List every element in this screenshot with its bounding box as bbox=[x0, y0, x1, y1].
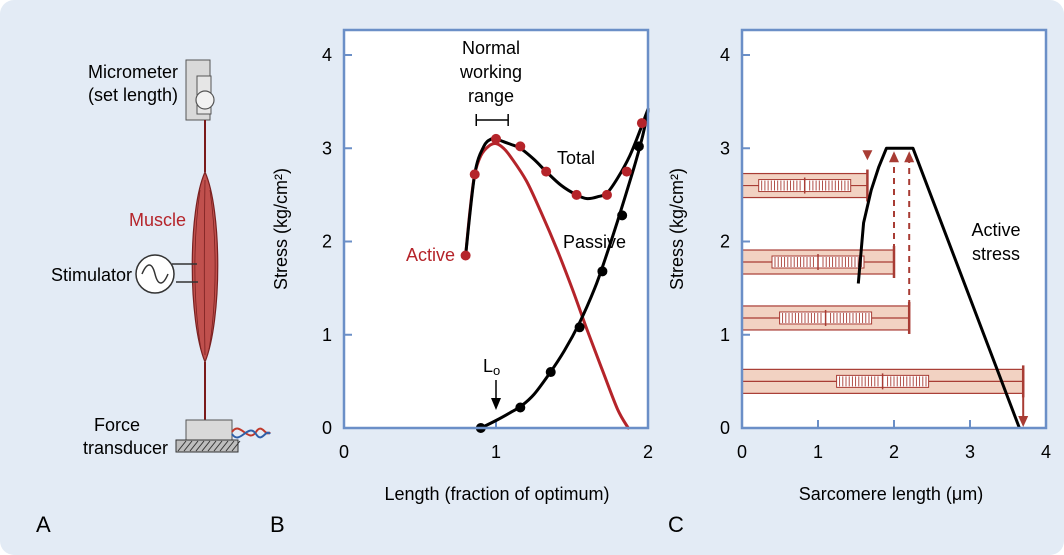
chart-b-x-tick-label: 0 bbox=[339, 442, 349, 462]
lo-arrow-head bbox=[491, 398, 501, 410]
sarcomere-length-chart: 0 1 2 3 4 0 1 2 3 4 Stress (kg/cm²) Sarcomere len… bbox=[667, 28, 1051, 504]
hatch-line bbox=[225, 440, 235, 452]
panel-label-b: B bbox=[270, 512, 285, 537]
micrometer-sublabel: (set length) bbox=[88, 85, 178, 105]
chart-c-x-axis-label: Sarcomere length (μm) bbox=[799, 484, 983, 504]
apparatus-diagram: Micrometer (set length) Muscle Stimulato… bbox=[51, 59, 271, 458]
length-tension-chart: 0 1 2 0 1 2 3 4 Stress (kg/cm²) Length (fractio… bbox=[271, 28, 653, 504]
chart-b-y-tick-label: 2 bbox=[322, 232, 332, 252]
hatch-line bbox=[195, 440, 205, 452]
force-transducer-sublabel: transducer bbox=[83, 438, 168, 458]
total-curve-point bbox=[491, 133, 501, 144]
active-curve-label: Active bbox=[406, 245, 455, 265]
chart-c-curves bbox=[856, 146, 1021, 429]
total-curve-point bbox=[621, 166, 632, 177]
total-curve-point bbox=[601, 189, 612, 200]
total-curve-point bbox=[515, 141, 526, 152]
chart-b-y-tick-label: 0 bbox=[322, 418, 332, 438]
chart-c-y-tick-label: 4 bbox=[720, 45, 730, 65]
passive-curve-point bbox=[617, 210, 628, 221]
chart-c-y-tick-label: 0 bbox=[720, 418, 730, 438]
chart-b-y-tick-label: 3 bbox=[322, 138, 332, 158]
chart-c-y-tick-label: 2 bbox=[720, 232, 730, 252]
working-range-label-2: working bbox=[459, 62, 522, 82]
working-range-bracket bbox=[475, 114, 509, 126]
chart-b-x-tick-label: 2 bbox=[643, 442, 653, 462]
passive-curve-point bbox=[633, 141, 644, 152]
hatch-line bbox=[219, 440, 229, 452]
active-stress-label-1: Active bbox=[971, 220, 1020, 240]
indicator-arrow-head bbox=[889, 151, 899, 163]
chart-c-x-tick-label: 2 bbox=[889, 442, 899, 462]
chart-b-y-tick-label: 4 bbox=[322, 45, 332, 65]
chart-c-ticks: 0 1 2 3 4 0 1 2 3 4 bbox=[720, 45, 1051, 462]
sarcomere-diagram bbox=[741, 365, 1025, 398]
sine-wave bbox=[141, 264, 169, 284]
sarcomere-diagram bbox=[741, 246, 896, 279]
working-range-label-3: range bbox=[468, 86, 514, 106]
indicator-arrow-head bbox=[1018, 416, 1029, 427]
chart-b-x-axis-label: Length (fraction of optimum) bbox=[384, 484, 609, 504]
sarcomere-diagram bbox=[741, 169, 869, 202]
total-curve-point bbox=[460, 250, 471, 261]
chart-c-frame bbox=[740, 28, 1048, 430]
active-stress-label-2: stress bbox=[972, 244, 1020, 264]
chart-c-x-tick-label: 0 bbox=[737, 442, 747, 462]
chart-c-x-tick-label: 1 bbox=[813, 442, 823, 462]
total-curve-point bbox=[469, 169, 480, 180]
hatch-line bbox=[177, 440, 187, 452]
total-curve-point bbox=[636, 118, 647, 129]
lo-label: Lo bbox=[483, 356, 500, 378]
chart-b-markers bbox=[460, 118, 647, 433]
muscle-label: Muscle bbox=[129, 210, 186, 230]
stimulator-label: Stimulator bbox=[51, 265, 132, 285]
micrometer-dial bbox=[195, 90, 215, 110]
passive-curve-point bbox=[574, 322, 585, 333]
transducer-cable-blue bbox=[231, 429, 271, 439]
lo-subscript: o bbox=[493, 363, 500, 378]
chart-c-y-tick-label: 3 bbox=[720, 138, 730, 158]
force-transducer-label: Force bbox=[94, 415, 140, 435]
chart-c-y-axis-label: Stress (kg/cm²) bbox=[667, 168, 687, 290]
hatch-line bbox=[183, 440, 193, 452]
sarcomere-indicators bbox=[862, 150, 1029, 427]
panel-label-a: A bbox=[36, 512, 51, 537]
total-curve-label: Total bbox=[557, 148, 595, 168]
chart-b-y-tick-label: 1 bbox=[322, 325, 332, 345]
passive-curve-point bbox=[545, 367, 556, 378]
force-transducer-block bbox=[185, 419, 233, 441]
working-range-label-1: Normal bbox=[462, 38, 520, 58]
chart-b-x-tick-label: 1 bbox=[491, 442, 501, 462]
passive-curve-point bbox=[597, 266, 608, 277]
active-stress-curve bbox=[856, 146, 1021, 429]
total-curve-point bbox=[571, 189, 582, 200]
passive-curve-point bbox=[515, 402, 526, 413]
hatch-line bbox=[231, 440, 241, 452]
chart-c-x-tick-label: 3 bbox=[965, 442, 975, 462]
indicator-arrow-head bbox=[862, 150, 873, 161]
chart-b-frame bbox=[342, 28, 650, 430]
chart-b-background bbox=[344, 30, 648, 428]
passive-curve-label: Passive bbox=[563, 232, 626, 252]
lo-annotation: Lo bbox=[483, 356, 501, 410]
lo-letter: L bbox=[483, 356, 493, 376]
hatch-line bbox=[189, 440, 199, 452]
chart-c-x-tick-label: 4 bbox=[1041, 442, 1051, 462]
chart-c-y-tick-label: 1 bbox=[720, 325, 730, 345]
chart-b-y-axis-label: Stress (kg/cm²) bbox=[271, 168, 291, 290]
muscle-fibers bbox=[194, 179, 216, 356]
total-curve-point bbox=[541, 166, 552, 177]
micrometer-label: Micrometer bbox=[88, 62, 178, 82]
hatch-line bbox=[201, 440, 211, 452]
hatch-line bbox=[213, 440, 223, 452]
panel-label-c: C bbox=[668, 512, 684, 537]
passive-curve bbox=[479, 109, 650, 430]
hatch-line bbox=[207, 440, 217, 452]
sarcomere-diagram bbox=[741, 301, 911, 334]
indicator-arrow-head bbox=[904, 151, 915, 163]
